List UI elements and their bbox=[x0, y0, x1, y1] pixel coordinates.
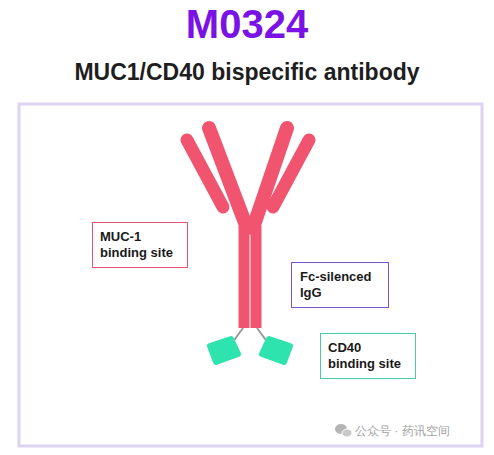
callout-box: CD40 binding site bbox=[320, 333, 416, 379]
callout-text: MUC-1 binding site bbox=[100, 229, 180, 261]
callout-box: Fc-silenced IgG bbox=[291, 262, 389, 308]
icon-bubble bbox=[342, 429, 352, 437]
title: M0324 bbox=[0, 0, 494, 48]
watermark: 公众号 · 药讯空间 bbox=[355, 422, 450, 440]
fc-chain bbox=[251, 226, 262, 328]
callout-text: CD40 binding site bbox=[328, 340, 408, 372]
binding-domain bbox=[210, 339, 238, 362]
heavy-chain bbox=[253, 128, 287, 228]
cd40-binder bbox=[210, 339, 290, 362]
linker bbox=[232, 328, 268, 343]
wechat-icon bbox=[335, 424, 352, 437]
subtitle: MUC1/CD40 bispecific antibody bbox=[0, 58, 494, 87]
binding-domain bbox=[262, 339, 290, 362]
callout-box: MUC-1 binding site bbox=[92, 222, 188, 268]
callout-text: Fc-silenced IgG bbox=[300, 269, 380, 301]
heavy-chain bbox=[209, 128, 247, 228]
frame bbox=[19, 104, 482, 446]
fc-chain bbox=[239, 226, 250, 328]
